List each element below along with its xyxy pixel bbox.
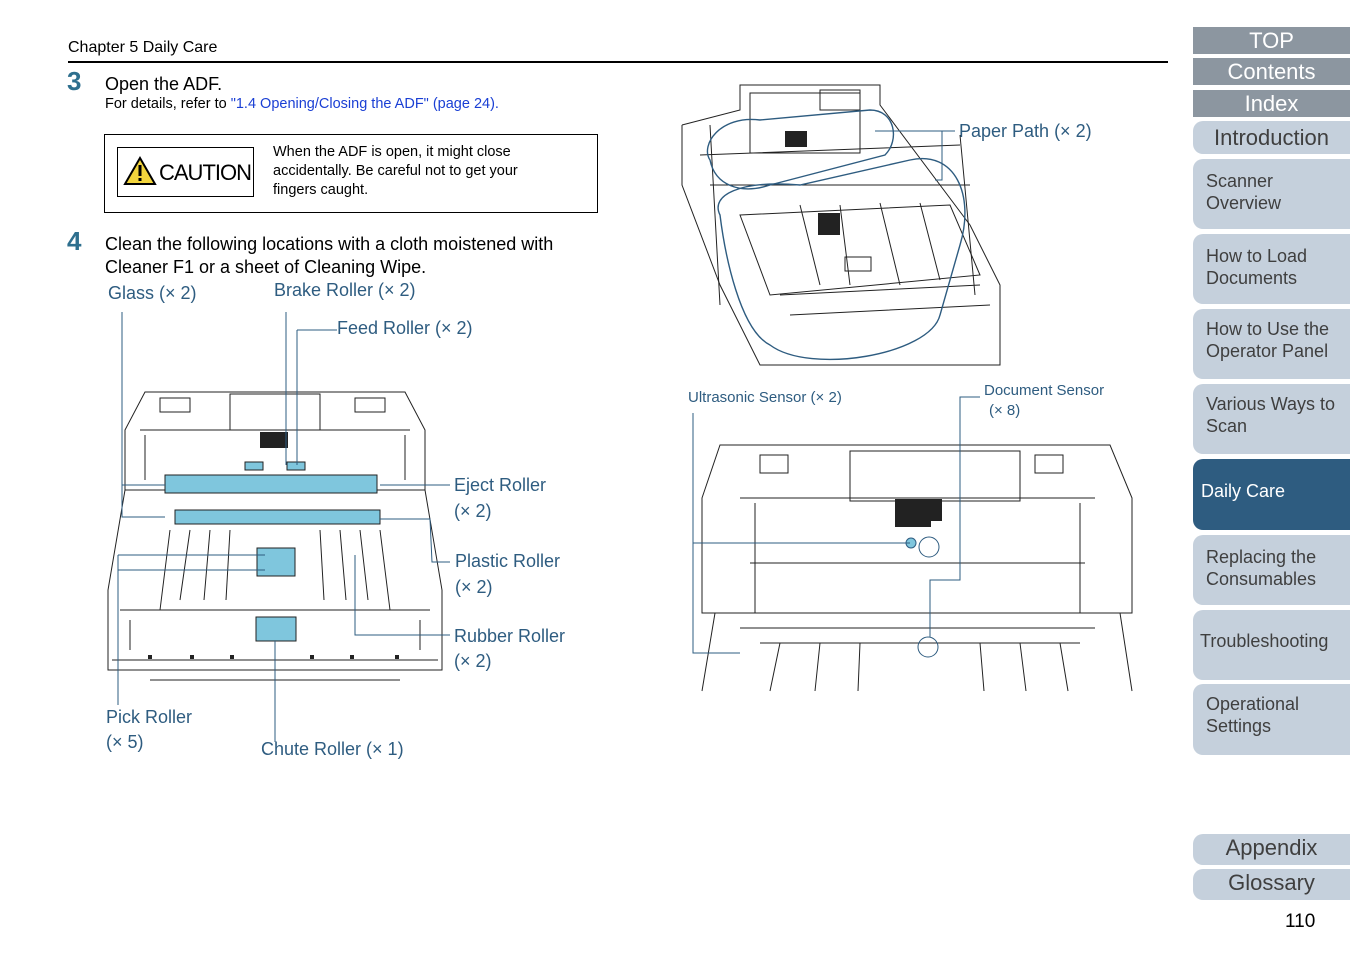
figure-1-leader-lines bbox=[117, 312, 450, 742]
detail-prefix: For details, refer to bbox=[105, 96, 231, 112]
brake-roller-label: Brake Roller (× 2) bbox=[274, 280, 416, 300]
step-3-title: Open the ADF. bbox=[105, 74, 223, 94]
nav-label: Operator Panel bbox=[1206, 341, 1329, 361]
nav-troubleshooting[interactable]: Troubleshooting bbox=[1193, 610, 1350, 680]
nav-glossary[interactable]: Glossary bbox=[1193, 869, 1350, 900]
paper-path-label: Paper Path (× 2) bbox=[959, 121, 1092, 141]
chapter-title: Chapter 5 Daily Care bbox=[68, 39, 218, 56]
feed-roller-label: Feed Roller (× 2) bbox=[337, 318, 473, 338]
document-sensor-label: Document Sensor bbox=[984, 382, 1105, 399]
sensor-illustration bbox=[701, 444, 1133, 692]
nav-label: Various Ways to bbox=[1206, 394, 1336, 414]
nav-label: How to Load bbox=[1206, 246, 1308, 266]
rubber-roller-count: (× 2) bbox=[454, 651, 492, 671]
step-4-line-1: Clean the following locations with a clo… bbox=[105, 234, 554, 254]
eject-roller-count: (× 2) bbox=[454, 501, 492, 521]
caution-line: When the ADF is open, it might close bbox=[273, 144, 511, 160]
nav-label: Consumables bbox=[1206, 569, 1317, 589]
glass-label: Glass (× 2) bbox=[108, 283, 197, 303]
nav-top[interactable]: TOP bbox=[1193, 27, 1350, 54]
nav-label: Daily Care bbox=[1201, 481, 1286, 501]
step-3-detail: For details, refer to "1.4 Opening/Closi… bbox=[105, 96, 499, 112]
paper-path-illustration bbox=[681, 84, 1001, 366]
rubber-roller-label: Rubber Roller bbox=[454, 626, 566, 646]
page-number: 110 bbox=[1285, 911, 1316, 932]
pick-roller-label: Pick Roller bbox=[106, 707, 193, 727]
step-number-4: 4 bbox=[67, 226, 82, 256]
nav-label: Overview bbox=[1206, 193, 1282, 213]
plastic-roller-label: Plastic Roller bbox=[455, 551, 561, 571]
nav-label: Operational bbox=[1206, 694, 1300, 714]
caution-line: fingers caught. bbox=[273, 182, 369, 198]
nav-label: Scanner bbox=[1206, 171, 1274, 191]
chute-roller-label: Chute Roller (× 1) bbox=[261, 739, 404, 759]
pick-roller-count: (× 5) bbox=[106, 732, 144, 752]
caution-badge: CAUTION bbox=[117, 147, 254, 197]
nav-label: Replacing the bbox=[1206, 547, 1317, 567]
nav-label: Documents bbox=[1206, 268, 1298, 288]
figure-3-leader-lines bbox=[692, 396, 980, 654]
nav-label: Settings bbox=[1206, 716, 1272, 736]
document-sensor-count: (× 8) bbox=[989, 402, 1021, 419]
caution-box: CAUTION When the ADF is open, it might c… bbox=[104, 134, 598, 213]
nav-daily-care[interactable]: Daily Care bbox=[1193, 459, 1350, 530]
nav-label: Scan bbox=[1206, 416, 1248, 436]
eject-roller-label: Eject Roller bbox=[454, 475, 547, 495]
step-4-line-2: Cleaner F1 or a sheet of Cleaning Wipe. bbox=[105, 257, 427, 277]
scanner-interior-illustration bbox=[107, 391, 443, 681]
nav-contents[interactable]: Contents bbox=[1193, 58, 1350, 85]
caution-line: accidentally. Be careful not to get your bbox=[273, 163, 518, 179]
nav-label: Troubleshooting bbox=[1200, 631, 1329, 651]
plastic-roller-count: (× 2) bbox=[455, 577, 493, 597]
nav-label: How to Use the bbox=[1206, 319, 1330, 339]
ultrasonic-sensor-label: Ultrasonic Sensor (× 2) bbox=[688, 389, 842, 406]
nav-index[interactable]: Index bbox=[1193, 90, 1350, 117]
adf-opening-link[interactable]: "1.4 Opening/Closing the ADF" (page 24). bbox=[230, 96, 499, 112]
figure-2-leader-lines bbox=[875, 130, 955, 181]
caution-text: When the ADF is open, it might close acc… bbox=[273, 143, 583, 200]
caution-word: CAUTION bbox=[159, 160, 252, 185]
warning-icon bbox=[123, 156, 157, 185]
nav-introduction[interactable]: Introduction bbox=[1193, 121, 1350, 154]
nav-appendix[interactable]: Appendix bbox=[1193, 834, 1350, 865]
header-rule bbox=[68, 61, 1168, 63]
step-number-3: 3 bbox=[67, 66, 82, 96]
